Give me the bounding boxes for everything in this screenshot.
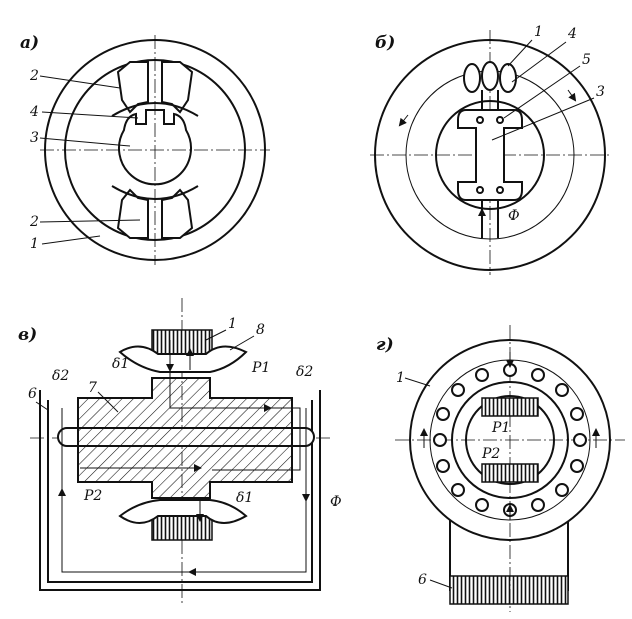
panel-c-top-coil xyxy=(151,329,213,355)
panel-d: г) xyxy=(376,325,625,612)
panel-c-frame-outer xyxy=(39,390,321,591)
label-num: 6 xyxy=(418,572,427,588)
leader xyxy=(41,111,139,119)
hole xyxy=(476,186,484,194)
label-num: 3 xyxy=(30,130,39,146)
flux-arrow xyxy=(398,114,409,127)
label-num: 1 xyxy=(534,24,543,40)
panel-b-rotor xyxy=(457,109,523,201)
leader xyxy=(39,137,131,147)
flux-path xyxy=(169,360,301,471)
flux-label: Ф xyxy=(330,494,342,510)
panel-d-base-coil xyxy=(449,575,569,605)
label-num: 6 xyxy=(28,386,37,402)
leader xyxy=(429,579,453,589)
label-num: 1 xyxy=(228,316,237,332)
panel-c-top-pole xyxy=(118,345,248,373)
coil xyxy=(463,63,481,93)
hole xyxy=(496,116,504,124)
coil xyxy=(481,61,499,91)
leader xyxy=(41,235,101,245)
pole-label: P2 xyxy=(481,446,500,462)
panel-c-label: в) xyxy=(18,325,37,345)
delta-label: δ2 xyxy=(52,368,69,384)
label-num: 1 xyxy=(30,236,39,252)
panel-c-bottom-pole xyxy=(118,499,248,524)
panel-c-rotor xyxy=(77,377,293,499)
leader xyxy=(35,401,49,411)
panel-b: б) Ф 1 4 5 3 xyxy=(370,24,610,275)
leader xyxy=(507,39,533,67)
leader xyxy=(503,65,581,119)
label-num: 8 xyxy=(256,322,265,338)
pole-label: P1 xyxy=(491,420,510,436)
coil xyxy=(499,63,517,93)
panel-b-rotor-bore xyxy=(435,100,545,210)
leader xyxy=(404,377,431,387)
flux-label: Ф xyxy=(508,208,520,224)
pole-label: P1 xyxy=(251,360,270,376)
label-num: 7 xyxy=(88,380,97,396)
leader xyxy=(39,75,121,89)
hole xyxy=(496,186,504,194)
panel-d-top-coil xyxy=(481,397,539,417)
panel-b-label: б) xyxy=(375,33,395,53)
panel-d-slots xyxy=(433,363,587,517)
panel-a: a) 2 4 3 2 1 xyxy=(20,33,270,265)
label-num: 3 xyxy=(596,84,605,100)
label-num: 5 xyxy=(582,52,591,68)
panel-d-bottom-coil xyxy=(481,463,539,483)
leader xyxy=(491,97,595,141)
label-num: 1 xyxy=(396,370,405,386)
leader xyxy=(511,41,567,83)
pole-label: P2 xyxy=(83,488,102,504)
delta-label: δ2 xyxy=(296,364,313,380)
leader xyxy=(39,219,141,223)
hole xyxy=(476,116,484,124)
label-num: 2 xyxy=(29,214,39,230)
panel-c: в) Ф 1 8 7 6 δ2 δ xyxy=(18,298,342,605)
label-num: 4 xyxy=(567,26,577,42)
leader xyxy=(229,335,255,351)
panel-a-label: a) xyxy=(20,33,39,53)
panel-d-label: г) xyxy=(376,335,394,355)
delta-label: δ1 xyxy=(112,356,129,372)
delta-label: δ1 xyxy=(236,490,253,506)
label-num: 2 xyxy=(29,68,39,84)
flux-arrow xyxy=(567,89,577,102)
panel-c-bottom-coil xyxy=(151,515,213,541)
leader xyxy=(205,329,227,341)
label-num: 4 xyxy=(29,104,39,120)
leader xyxy=(97,391,119,413)
panel-c-frame-inner xyxy=(47,400,313,583)
